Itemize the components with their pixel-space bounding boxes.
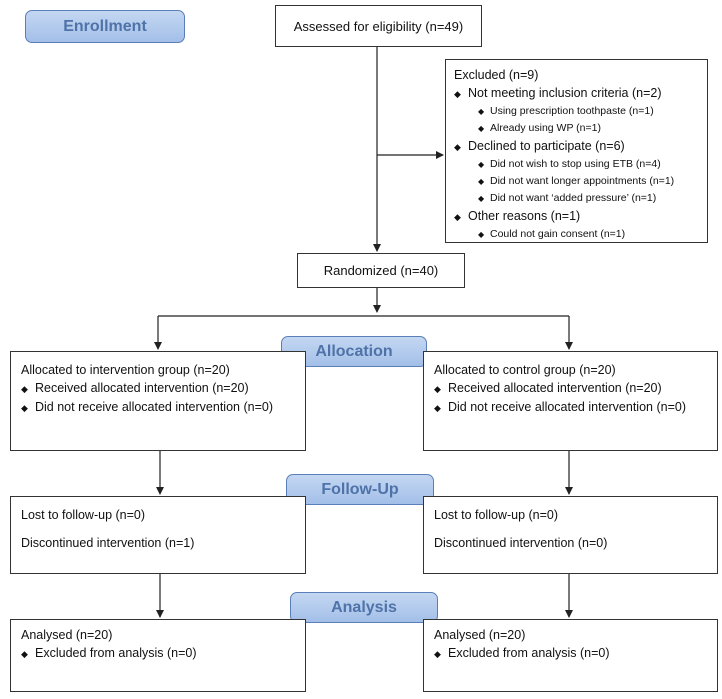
excluded-title: Excluded (n=9) bbox=[454, 68, 539, 82]
intervention-discontinued: Discontinued intervention (n=1) bbox=[21, 536, 195, 550]
control-lost: Lost to follow-up (n=0) bbox=[434, 508, 559, 522]
excluded-item: ◆ Already using WP (n=1) bbox=[454, 120, 699, 137]
control-excluded-analysis: Excluded from analysis (n=0) bbox=[448, 646, 610, 660]
control-discontinued: Discontinued intervention (n=0) bbox=[434, 536, 608, 550]
intervention-analysed: Analysed (n=20) bbox=[21, 628, 113, 642]
intervention-received: Received allocated intervention (n=20) bbox=[35, 381, 249, 395]
control-not-received-row: ◆ Did not receive allocated intervention… bbox=[434, 398, 707, 417]
stage-enrollment: Enrollment bbox=[25, 10, 185, 43]
control-excluded-analysis-row: ◆ Excluded from analysis (n=0) bbox=[434, 644, 707, 663]
intervention-not-received: Did not receive allocated intervention (… bbox=[35, 400, 273, 414]
assessed-box: Assessed for eligibility (n=49) bbox=[275, 5, 482, 47]
excluded-item: ◆ Using prescription toothpaste (n=1) bbox=[454, 103, 699, 120]
excluded-group-2: ◆ Declined to participate (n=6) bbox=[454, 137, 699, 156]
excluded-item-text: Did not want ‘added pressure’ (n=1) bbox=[490, 192, 657, 204]
diamond-bullet-icon: ◆ bbox=[454, 142, 461, 152]
diamond-bullet-icon: ◆ bbox=[434, 384, 441, 394]
randomized-box: Randomized (n=40) bbox=[297, 253, 465, 288]
control-received-row: ◆ Received allocated intervention (n=20) bbox=[434, 379, 707, 398]
control-followup-box: Lost to follow-up (n=0) Discontinued int… bbox=[423, 496, 718, 574]
diamond-bullet-icon: ◆ bbox=[478, 230, 485, 239]
intervention-not-received-row: ◆ Did not receive allocated intervention… bbox=[21, 398, 295, 417]
intervention-allocation-box: Allocated to intervention group (n=20) ◆… bbox=[10, 351, 306, 451]
intervention-excluded-analysis: Excluded from analysis (n=0) bbox=[35, 646, 197, 660]
stage-follow-up-label: Follow-Up bbox=[321, 480, 399, 498]
excluded-group-1: ◆ Not meeting inclusion criteria (n=2) bbox=[454, 84, 699, 103]
stage-follow-up: Follow-Up bbox=[286, 474, 434, 505]
control-not-received: Did not receive allocated intervention (… bbox=[448, 400, 686, 414]
excluded-item: ◆ Did not wish to stop using ETB (n=4) bbox=[454, 156, 699, 173]
excluded-item-text: Already using WP (n=1) bbox=[490, 122, 601, 134]
excluded-group-label: Not meeting inclusion criteria (n=2) bbox=[468, 86, 662, 100]
control-allocation-box: Allocated to control group (n=20) ◆ Rece… bbox=[423, 351, 718, 451]
control-allocated: Allocated to control group (n=20) bbox=[434, 363, 616, 377]
diamond-bullet-icon: ◆ bbox=[478, 194, 485, 203]
excluded-item-text: Using prescription toothpaste (n=1) bbox=[490, 105, 654, 117]
diamond-bullet-icon: ◆ bbox=[21, 403, 28, 413]
randomized-text: Randomized (n=40) bbox=[323, 263, 439, 278]
intervention-excluded-analysis-row: ◆ Excluded from analysis (n=0) bbox=[21, 644, 295, 663]
intervention-followup-box: Lost to follow-up (n=0) Discontinued int… bbox=[10, 496, 306, 574]
stage-analysis-label: Analysis bbox=[331, 598, 397, 616]
excluded-item-text: Did not want longer appointments (n=1) bbox=[490, 175, 675, 187]
diamond-bullet-icon: ◆ bbox=[454, 212, 461, 222]
stage-enrollment-label: Enrollment bbox=[63, 17, 147, 35]
excluded-item: ◆ Did not want longer appointments (n=1) bbox=[454, 173, 699, 190]
excluded-item-text: Could not gain consent (n=1) bbox=[490, 228, 626, 240]
diamond-bullet-icon: ◆ bbox=[478, 107, 485, 116]
diamond-bullet-icon: ◆ bbox=[21, 384, 28, 394]
control-received: Received allocated intervention (n=20) bbox=[448, 381, 662, 395]
excluded-item: ◆ Did not want ‘added pressure’ (n=1) bbox=[454, 190, 699, 207]
diamond-bullet-icon: ◆ bbox=[478, 124, 485, 133]
assessed-text: Assessed for eligibility (n=49) bbox=[293, 18, 464, 34]
diamond-bullet-icon: ◆ bbox=[454, 89, 461, 99]
excluded-group-label: Other reasons (n=1) bbox=[468, 209, 581, 223]
intervention-analysis-box: Analysed (n=20) ◆ Excluded from analysis… bbox=[10, 619, 306, 692]
intervention-received-row: ◆ Received allocated intervention (n=20) bbox=[21, 379, 295, 398]
intervention-allocated: Allocated to intervention group (n=20) bbox=[21, 363, 230, 377]
control-analysed: Analysed (n=20) bbox=[434, 628, 526, 642]
stage-allocation-label: Allocation bbox=[315, 342, 393, 360]
diamond-bullet-icon: ◆ bbox=[478, 160, 485, 169]
intervention-lost: Lost to follow-up (n=0) bbox=[21, 508, 146, 522]
excluded-group-3: ◆ Other reasons (n=1) bbox=[454, 207, 699, 226]
control-analysis-box: Analysed (n=20) ◆ Excluded from analysis… bbox=[423, 619, 718, 692]
diamond-bullet-icon: ◆ bbox=[434, 649, 441, 659]
diamond-bullet-icon: ◆ bbox=[21, 649, 28, 659]
diamond-bullet-icon: ◆ bbox=[478, 177, 485, 186]
excluded-box: Excluded (n=9) ◆ Not meeting inclusion c… bbox=[445, 59, 708, 243]
excluded-item-text: Did not wish to stop using ETB (n=4) bbox=[490, 158, 661, 170]
stage-analysis: Analysis bbox=[290, 592, 438, 623]
excluded-group-label: Declined to participate (n=6) bbox=[468, 139, 625, 153]
excluded-item: ◆ Could not gain consent (n=1) bbox=[454, 226, 699, 243]
diamond-bullet-icon: ◆ bbox=[434, 403, 441, 413]
